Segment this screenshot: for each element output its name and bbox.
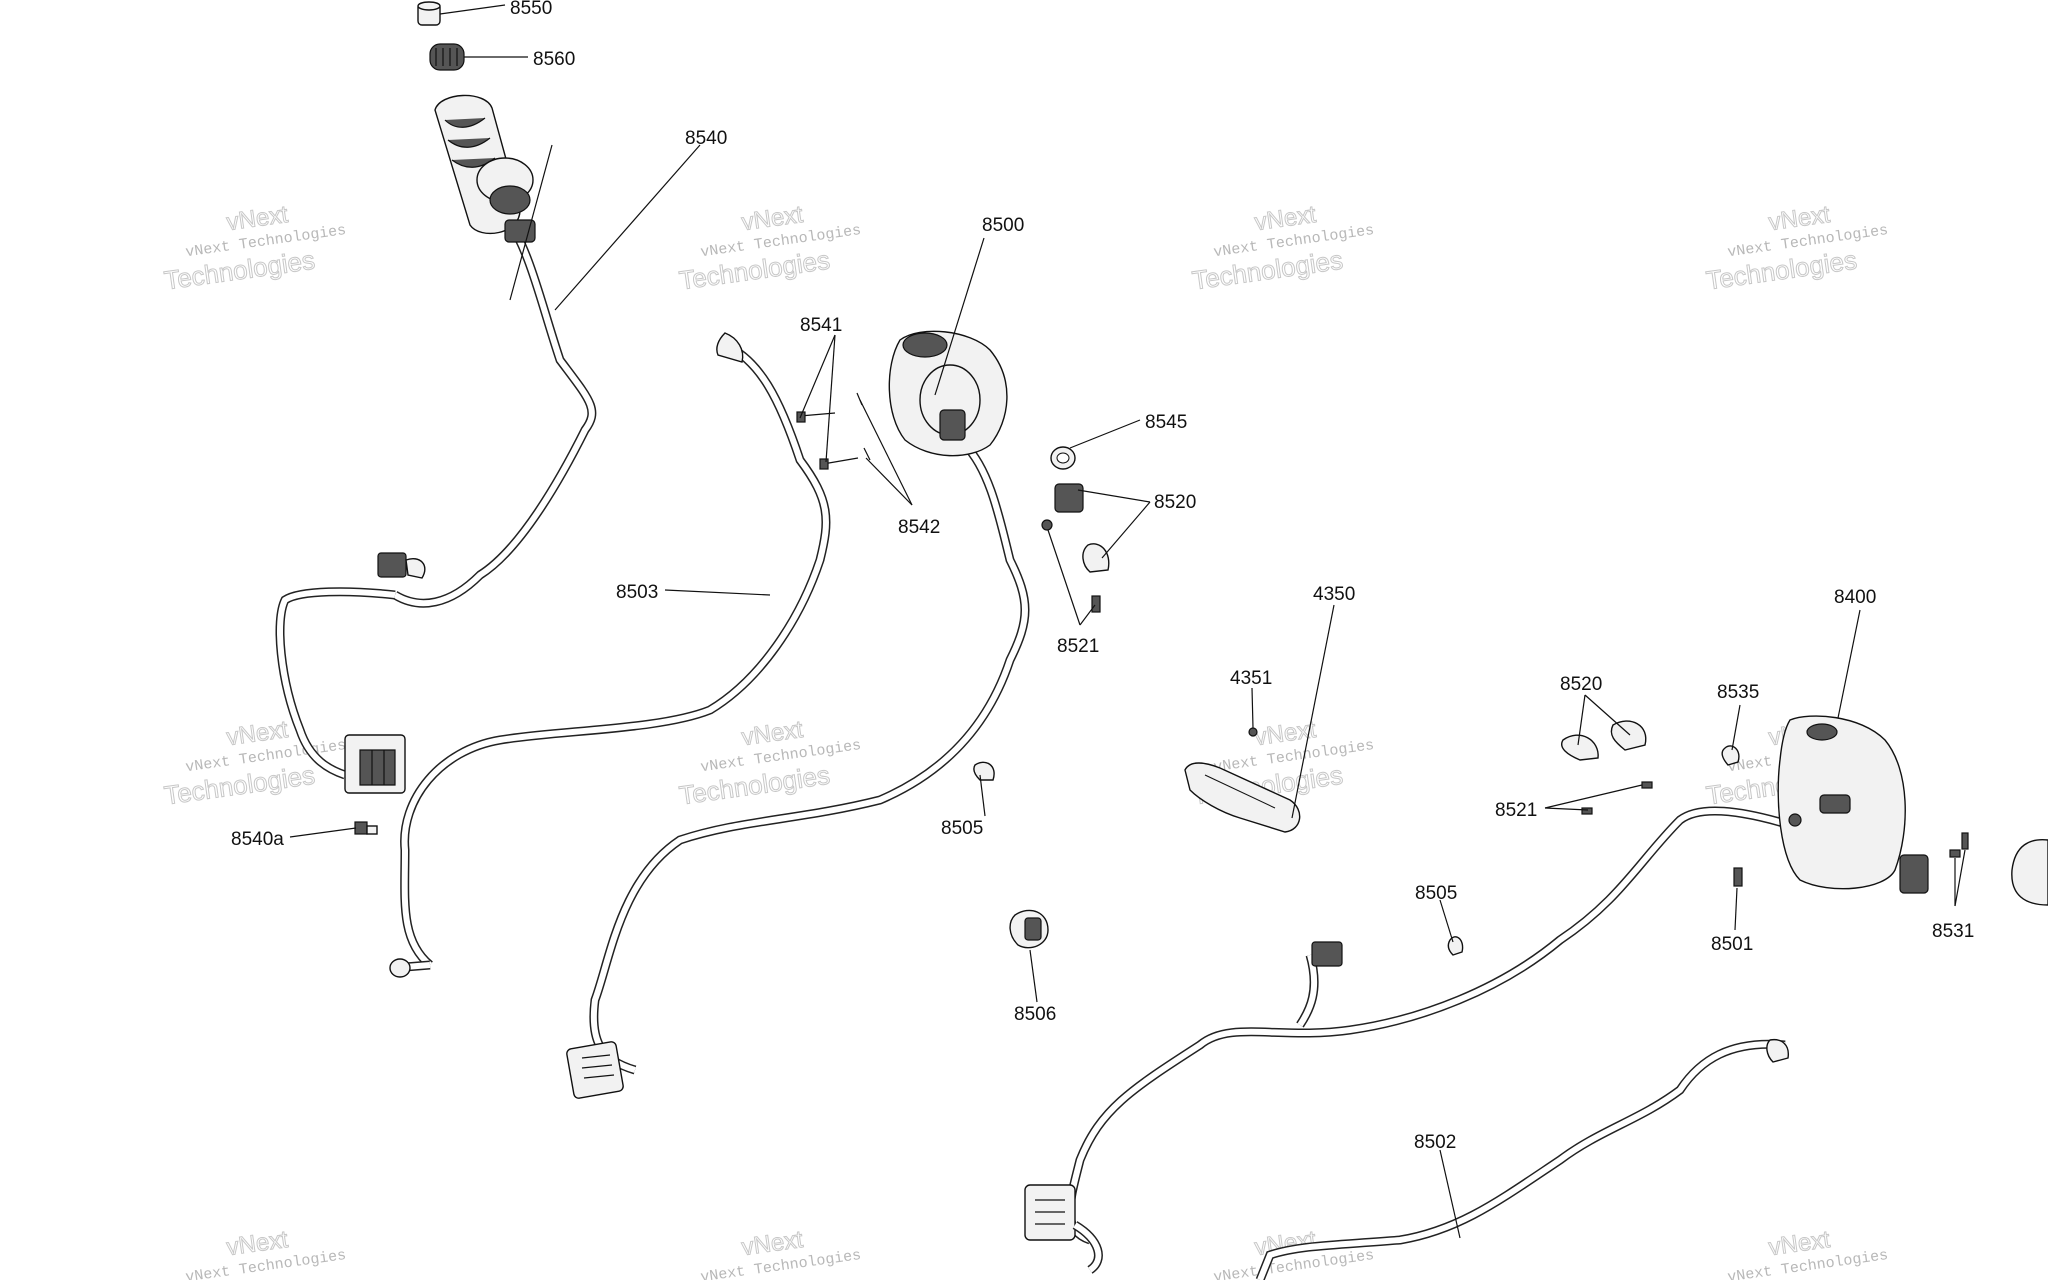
label-8502: 8502: [1414, 1132, 1456, 1153]
label-8506: 8506: [1014, 1004, 1056, 1025]
part-8540-grip: [434, 94, 536, 243]
label-8521-lower: 8521: [1495, 800, 1537, 821]
label-4350: 4350: [1313, 584, 1355, 605]
label-8503: 8503: [616, 582, 658, 603]
label-8540a: 8540a: [231, 829, 284, 850]
part-8540-connector-large: [344, 734, 406, 794]
label-8560: 8560: [533, 49, 575, 70]
label-8505-left: 8505: [941, 818, 983, 839]
part-8521-screw-upper: [1041, 519, 1101, 613]
part-8500-connector: [566, 1041, 624, 1099]
part-8500-switch-housing: [888, 330, 1008, 457]
label-8550: 8550: [510, 0, 552, 19]
part-8501-screw: [1733, 867, 1743, 887]
label-8500: 8500: [982, 215, 1024, 236]
part-8540-connector-small: [377, 552, 426, 579]
part-8503-harness-end: [389, 958, 411, 978]
part-8521-screw-lower: [1581, 781, 1653, 815]
part-8520-clamp-upper: [1054, 483, 1110, 573]
part-8400-connector-main: [1024, 1184, 1103, 1274]
harness-8502: [1255, 1039, 1786, 1280]
label-4351: 4351: [1230, 668, 1272, 689]
part-8520-clamp-lower: [1561, 720, 1647, 761]
harness-8400: [1065, 806, 1792, 1245]
part-8505-clip-right: [1447, 936, 1464, 956]
harness-8503: [392, 340, 831, 973]
part-8540a-screw: [354, 821, 378, 835]
label-8520-upper: 8520: [1154, 492, 1196, 513]
leader-lines: [289, 4, 1966, 1239]
part-8535-clip: [1721, 745, 1740, 766]
label-8545: 8545: [1145, 412, 1187, 433]
label-8501: 8501: [1711, 934, 1753, 955]
part-4350-bracket: [1184, 762, 1301, 833]
label-8521-upper: 8521: [1057, 636, 1099, 657]
part-8400-switch-housing: [1777, 715, 1929, 894]
label-8520-lower: 8520: [1560, 674, 1602, 695]
part-8506-clip: [1009, 909, 1049, 949]
harness-8500: [589, 441, 1030, 1075]
part-8505-clip-left: [973, 761, 995, 781]
part-8502-tube-end: [1766, 1038, 1789, 1063]
part-8545-ring: [1050, 446, 1076, 470]
part-labels: 8550 8560 8540 8500 8541 8545 8520 8542 …: [231, 0, 1974, 1153]
part-8531-screws: [1949, 832, 1969, 858]
label-8505-right: 8505: [1415, 883, 1457, 904]
label-8531: 8531: [1932, 921, 1974, 942]
label-8540: 8540: [685, 128, 727, 149]
part-8542-clips: [856, 392, 871, 461]
label-8542: 8542: [898, 517, 940, 538]
part-8560-spring: [429, 43, 465, 71]
label-8400: 8400: [1834, 587, 1876, 608]
part-right-grip-end: [2011, 838, 2048, 906]
part-4351-screw: [1248, 727, 1258, 737]
part-8400-connector-small: [1311, 941, 1343, 967]
label-8541: 8541: [800, 315, 842, 336]
part-8503-tube-end: [716, 332, 744, 363]
label-8535: 8535: [1717, 682, 1759, 703]
harness-8540: [275, 212, 597, 780]
part-8550-sleeve: [417, 1, 441, 26]
